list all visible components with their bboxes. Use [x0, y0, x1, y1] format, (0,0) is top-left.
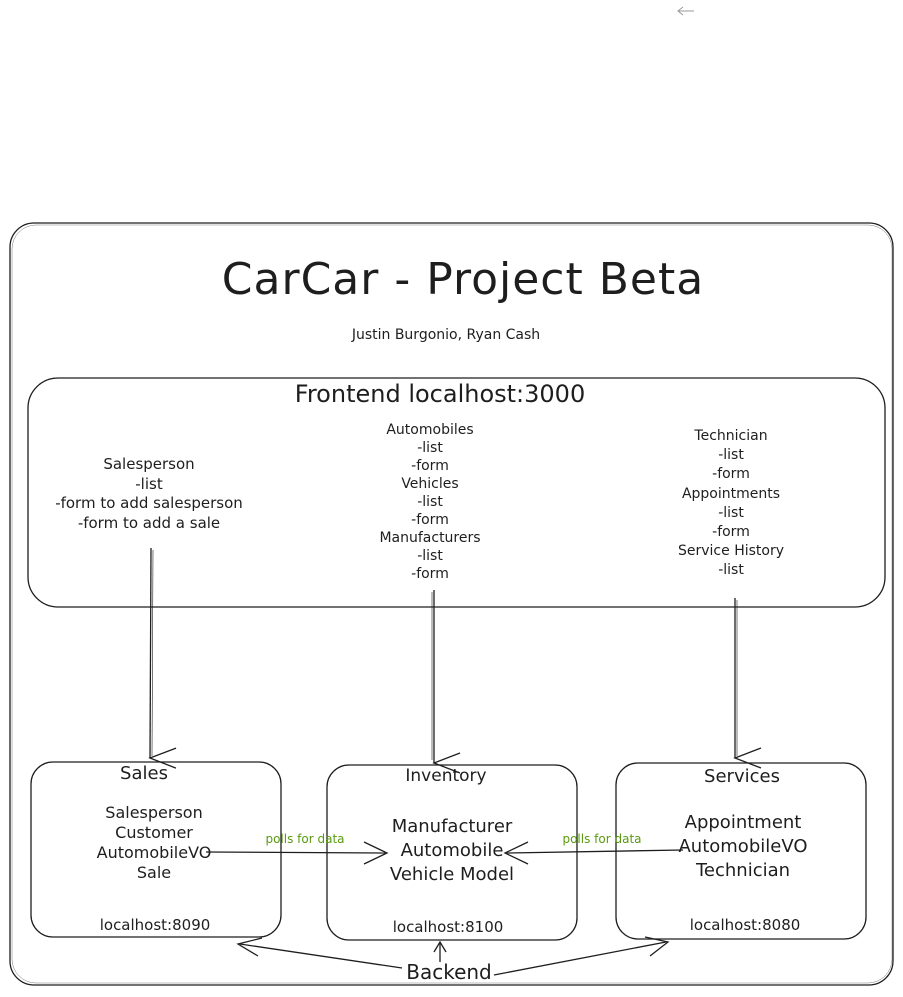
frontend-inventory-item: -list [417, 494, 443, 510]
frontend-services-item: -form [712, 524, 750, 541]
inventory-model: Vehicle Model [389, 864, 515, 885]
frontend-services-item: -form [712, 466, 750, 483]
frontend-services-item: -list [718, 504, 744, 521]
inventory-title: Inventory [405, 766, 487, 786]
sales-model: Salesperson [105, 803, 203, 822]
sales-model: Customer [115, 823, 193, 842]
inventory-model: Automobile [400, 840, 504, 861]
frontend-sales-item: -form to add salesperson [55, 494, 243, 512]
frontend-sales-item: -form to add a sale [77, 513, 221, 532]
arrow-backend-to-sales [239, 943, 403, 969]
frontend-inventory-item: -list [417, 440, 443, 456]
arrow-frontend-to-sales [148, 547, 177, 769]
sales-polls-label: polls for data [265, 832, 345, 846]
frontend-sales-item: Salesperson [103, 455, 195, 473]
project-outer-box [9, 222, 894, 986]
sales-model: AutomobileVO [96, 843, 212, 862]
frontend-sales-item: -list [135, 474, 163, 493]
services-title: Services [704, 766, 780, 787]
frontend-title: Frontend localhost:3000 [294, 380, 586, 408]
services-models: Appointment AutomobileVO Technician [663, 811, 823, 883]
inventory-model: Manufacturer [391, 816, 513, 837]
authors-text: Justin Burgonio, Ryan Cash [351, 327, 541, 343]
inventory-port: localhost:8100 [392, 918, 504, 936]
frontend-services-item: -list [718, 562, 744, 579]
frontend-inventory-item: Vehicles [401, 476, 459, 492]
arrow-backend-to-services [493, 941, 667, 976]
services-model: AutomobileVO [678, 836, 808, 857]
frontend-inventory-list: Automobiles -list -form Vehicles -list -… [350, 421, 510, 583]
services-model: Technician [695, 860, 791, 881]
sales-port: localhost:8090 [99, 916, 211, 934]
frontend-inventory-item: Automobiles [386, 422, 474, 438]
frontend-inventory-item: -form [411, 566, 449, 582]
frontend-services-item: Appointments [681, 485, 781, 502]
sales-models: Salesperson Customer AutomobileVO Sale [79, 803, 229, 883]
frontend-services-list: Technician -list -form Appointments -lis… [651, 427, 811, 581]
frontend-box [27, 377, 886, 608]
diagram-title: CarCar - Project Beta [221, 254, 705, 305]
frontend-services-item: -list [718, 447, 744, 464]
frontend-inventory-item: -form [411, 458, 449, 474]
sales-model: Sale [136, 863, 172, 882]
services-polls-label: polls for data [562, 832, 642, 846]
sales-title: Sales [120, 763, 168, 784]
services-model: Appointment [684, 812, 802, 833]
services-port: localhost:8080 [689, 916, 801, 934]
arrow-services-polls-inventory [506, 849, 684, 854]
stray-arrow-icon [677, 6, 694, 16]
frontend-services-item: Service History [678, 543, 784, 560]
frontend-inventory-item: Manufacturers [379, 530, 481, 546]
frontend-sales-list: Salesperson -list -form to add salespers… [40, 455, 258, 533]
inventory-models: Manufacturer Automobile Vehicle Model [367, 815, 537, 887]
arrow-sales-polls-inventory [205, 851, 386, 854]
frontend-services-item: Technician [694, 428, 768, 444]
frontend-inventory-item: -form [411, 512, 449, 528]
backend-label: Backend [406, 960, 492, 984]
frontend-inventory-item: -list [417, 548, 443, 564]
